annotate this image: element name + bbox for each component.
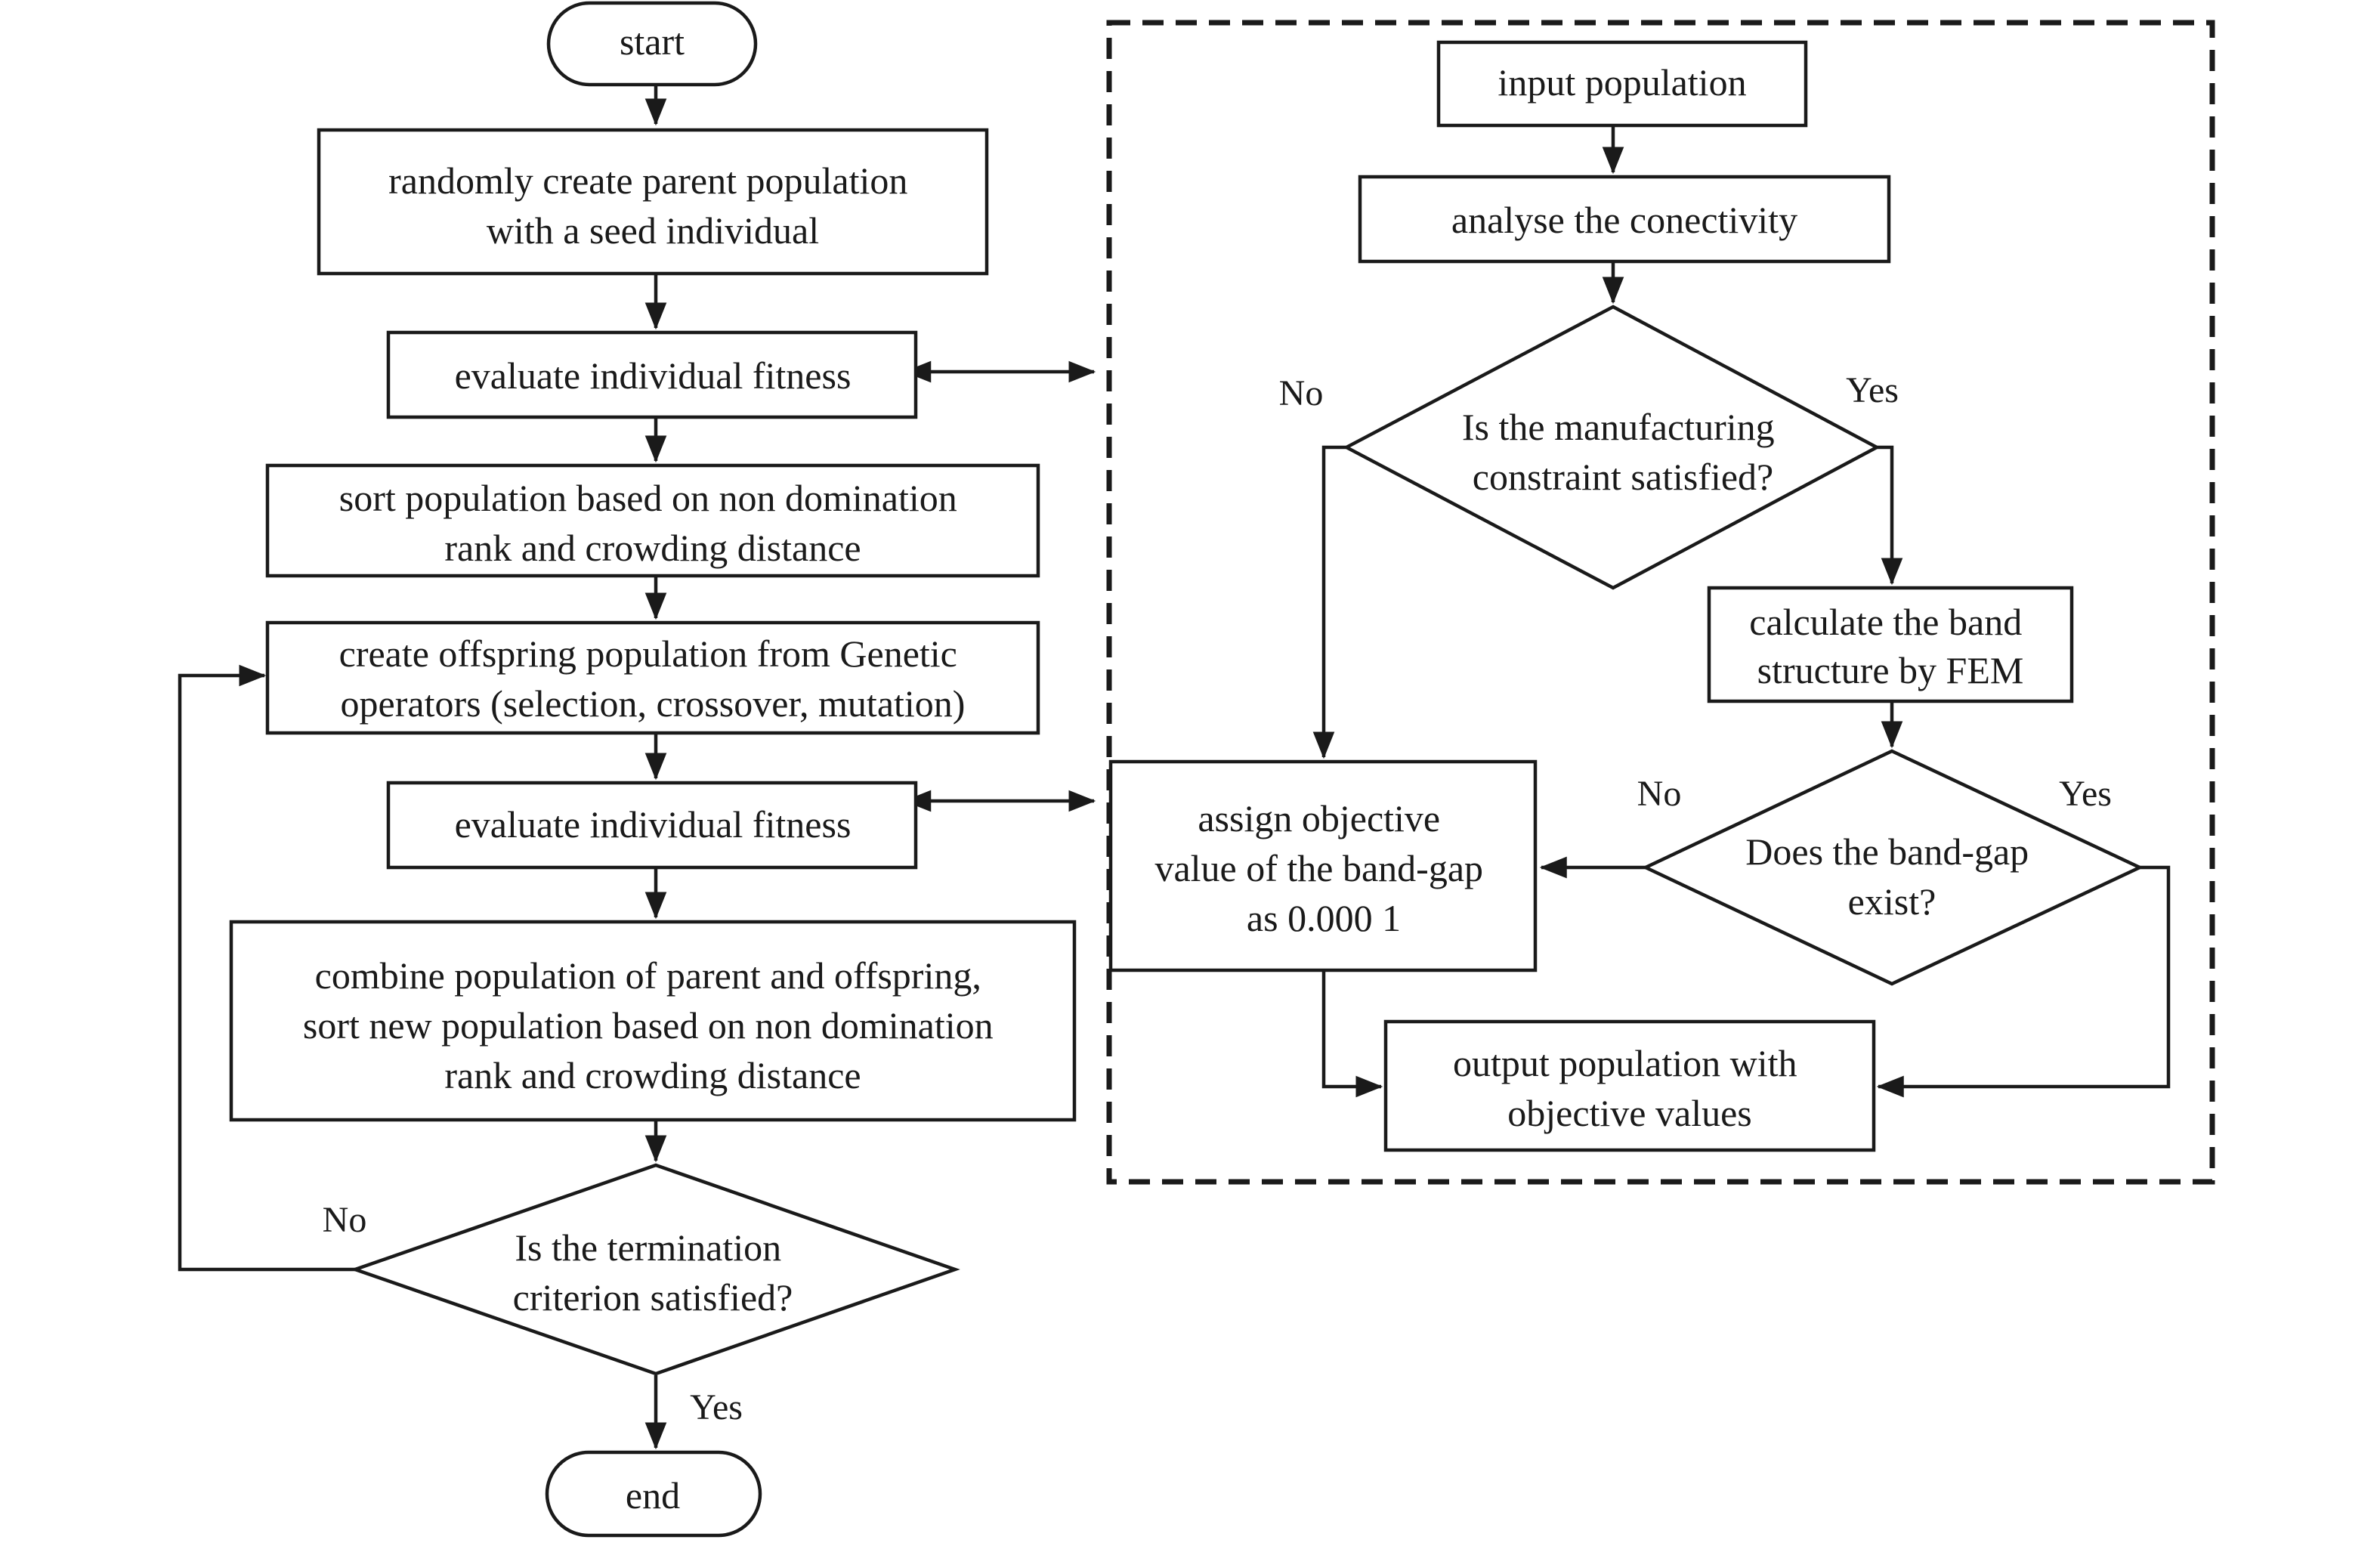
node-sort-population: sort population based on non domination … [265,463,1040,578]
node-assign-objective: assign objective value of the band-gap a… [1108,759,1538,972]
edge-label-band-gap-no: No [1637,774,1682,814]
node-output-population: output population with objective values [1383,1019,1876,1152]
edge-label-termination-yes: Yes [690,1387,743,1427]
node-analyse-connectivity-text: analyse the conectivity [1451,199,1797,241]
node-create-offspring-text: create offspring population from Genetic… [339,632,967,725]
node-manufacturing-decision: Is the manufacturing constraint satisfie… [1343,305,1881,590]
node-end: end [545,1450,762,1538]
node-combine-population-text: combine population of parent and offspri… [303,954,1003,1096]
edge-labels: No Yes No Yes No Yes [323,370,2112,1427]
node-create-parent-population-text: randomly create parent population with a… [388,159,917,252]
node-manufacturing-decision-text: Is the manufacturing constraint satisfie… [1462,406,1784,498]
node-create-offspring: create offspring population from Genetic… [265,620,1040,735]
node-analyse-connectivity: analyse the conectivity [1358,175,1891,264]
node-input-population-text: input population [1498,61,1746,104]
edge-label-termination-no: No [323,1200,367,1240]
node-start: start [546,1,758,87]
node-evaluate-fitness-1: evaluate individual fitness [386,330,918,419]
node-create-parent-population: randomly create parent population with a… [317,128,989,276]
node-sort-population-text: sort population based on non domination … [339,477,966,569]
evaluation-subroutine-frame [1106,20,2215,1185]
node-start-text: start [620,20,685,63]
node-evaluate-fitness-2: evaluate individual fitness [386,781,918,870]
node-output-population-text: output population with objective values [1453,1042,1807,1134]
node-input-population: input population [1436,40,1808,128]
node-termination-decision-text: Is the termination criterion satisfied? [513,1226,793,1319]
node-band-gap-decision-text: Does the band-gap exist? [1745,830,2038,923]
edge-label-band-gap-yes: Yes [2059,774,2112,814]
node-end-text: end [626,1474,680,1517]
connectors [178,86,2171,1450]
node-assign-objective-text: assign objective value of the band-gap a… [1154,797,1492,939]
node-band-gap-decision: Does the band-gap exist? [1641,749,2144,986]
node-band-structure: calculate the band structure by FEM [1707,586,2074,703]
node-combine-population: combine population of parent and offspri… [229,920,1077,1122]
node-termination-decision: Is the termination criterion satisfied? [350,1163,960,1376]
node-band-structure-text: calculate the band structure by FEM [1749,601,2031,691]
edge-label-manufacturing-yes: Yes [1846,370,1899,410]
edge-label-manufacturing-no: No [1279,373,1324,413]
node-evaluate-fitness-2-text: evaluate individual fitness [455,803,852,846]
node-evaluate-fitness-1-text: evaluate individual fitness [455,354,852,397]
